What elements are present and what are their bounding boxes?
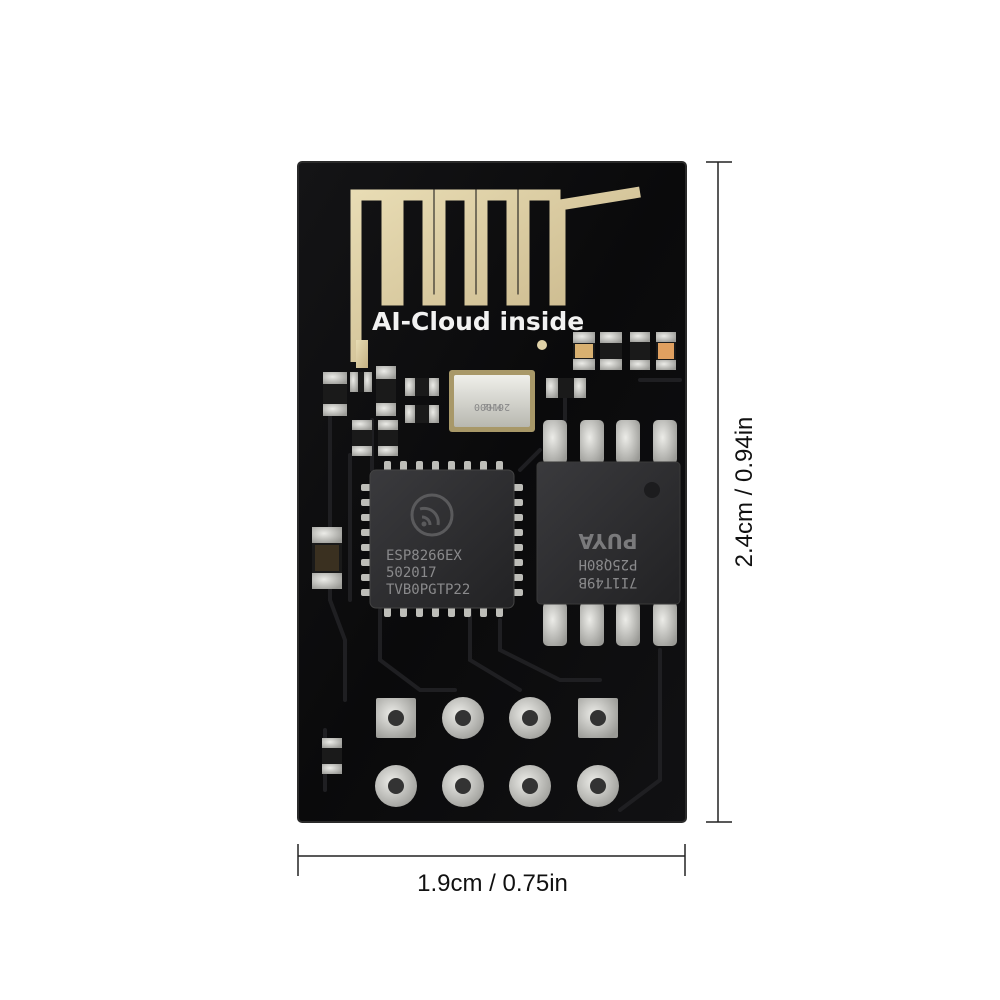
smd-resistor [405, 378, 439, 396]
header-pad-hole [455, 710, 471, 726]
flash-marking-lot: 7I1T49B [578, 574, 637, 590]
smd-capacitor [312, 527, 342, 589]
flash-pin [653, 420, 677, 464]
smd-capacitor [600, 332, 622, 370]
chip-pin [361, 574, 371, 581]
chip-pin [361, 544, 371, 551]
flash-pin [543, 420, 567, 464]
chip-pin [361, 514, 371, 521]
chip-pin [432, 461, 439, 471]
smd-resistor [323, 372, 347, 416]
chip-pin [513, 514, 523, 521]
chip-pin [416, 461, 423, 471]
flash-marking-model: P25Q80H [578, 556, 637, 572]
chip-marking-lot: TVB0PGTP22 [386, 582, 470, 598]
smd-capacitor [573, 332, 595, 370]
smd-resistor [405, 405, 439, 423]
silkscreen-label: AI-Cloud inside [372, 307, 584, 336]
smd-led [656, 332, 676, 370]
width-dimension-label: 1.9cm / 0.75in [417, 870, 568, 897]
header-pad-hole [522, 710, 538, 726]
crystal-marking-frequency: 26.000 [474, 401, 510, 412]
chip-pin [513, 589, 523, 596]
chip-pin [496, 461, 503, 471]
chip-pin [448, 607, 455, 617]
flash-chip: 7I1T49B P25Q80H PUYA [536, 420, 681, 646]
crystal-oscillator: 26.000 MHz [449, 370, 535, 432]
flash-marking-brand: PUYA [578, 529, 637, 553]
smd-resistor [630, 332, 650, 370]
chip-pin [513, 544, 523, 551]
chip-pin [361, 499, 371, 506]
chip-pin [400, 461, 407, 471]
smd-capacitor [378, 420, 398, 456]
antenna-trace [350, 186, 641, 368]
smd-resistor [322, 738, 342, 774]
chip-pin [496, 607, 503, 617]
pcb-board: AI-Cloud inside [297, 161, 687, 823]
espressif-logo-icon [410, 493, 454, 537]
chip-pin [448, 461, 455, 471]
smd-components [312, 332, 676, 774]
width-dimension-line [297, 844, 686, 876]
header-pad-hole [388, 778, 404, 794]
chip-pin [513, 574, 523, 581]
chip-pin [513, 559, 523, 566]
chip-pin [464, 607, 471, 617]
height-dimension-text: 2.4cm / 0.94in [731, 416, 758, 568]
chip-pin [513, 484, 523, 491]
header-pad-hole [522, 778, 538, 794]
smd-capacitor [376, 366, 396, 416]
chip-marking-model: ESP8266EX [386, 548, 462, 564]
chip-pin [464, 461, 471, 471]
chip-pin [432, 607, 439, 617]
flash-pin [543, 602, 567, 646]
smd-resistor [546, 378, 586, 398]
esp8266-chip: ESP8266EX 502017 TVB0PGTP22 [361, 461, 523, 617]
flash-pin [580, 420, 604, 464]
crystal-marking-unit: MHz [483, 401, 501, 412]
header-pad-hole [590, 778, 606, 794]
smd-resistor [350, 372, 372, 392]
flash-pin [580, 602, 604, 646]
header-pad-hole [388, 710, 404, 726]
chip-pin [400, 607, 407, 617]
chip-pin [480, 607, 487, 617]
smd-capacitor [352, 420, 372, 456]
chip-pin [384, 461, 391, 471]
chip-pin [384, 607, 391, 617]
header-pad-hole [455, 778, 471, 794]
height-dimension-line [706, 161, 732, 823]
chip-pin [513, 529, 523, 536]
chip-pin [513, 499, 523, 506]
chip-pin [480, 461, 487, 471]
chip-pin [361, 559, 371, 566]
flash-pin [616, 602, 640, 646]
header-pad-hole [590, 710, 606, 726]
chip-pin [416, 607, 423, 617]
chip-pin [361, 589, 371, 596]
header-pin-pads [375, 697, 619, 807]
chip-pin [361, 484, 371, 491]
flash-pin [653, 602, 677, 646]
chip-marking-date: 502017 [386, 565, 437, 581]
chip-pin [361, 529, 371, 536]
flash-pin [616, 420, 640, 464]
